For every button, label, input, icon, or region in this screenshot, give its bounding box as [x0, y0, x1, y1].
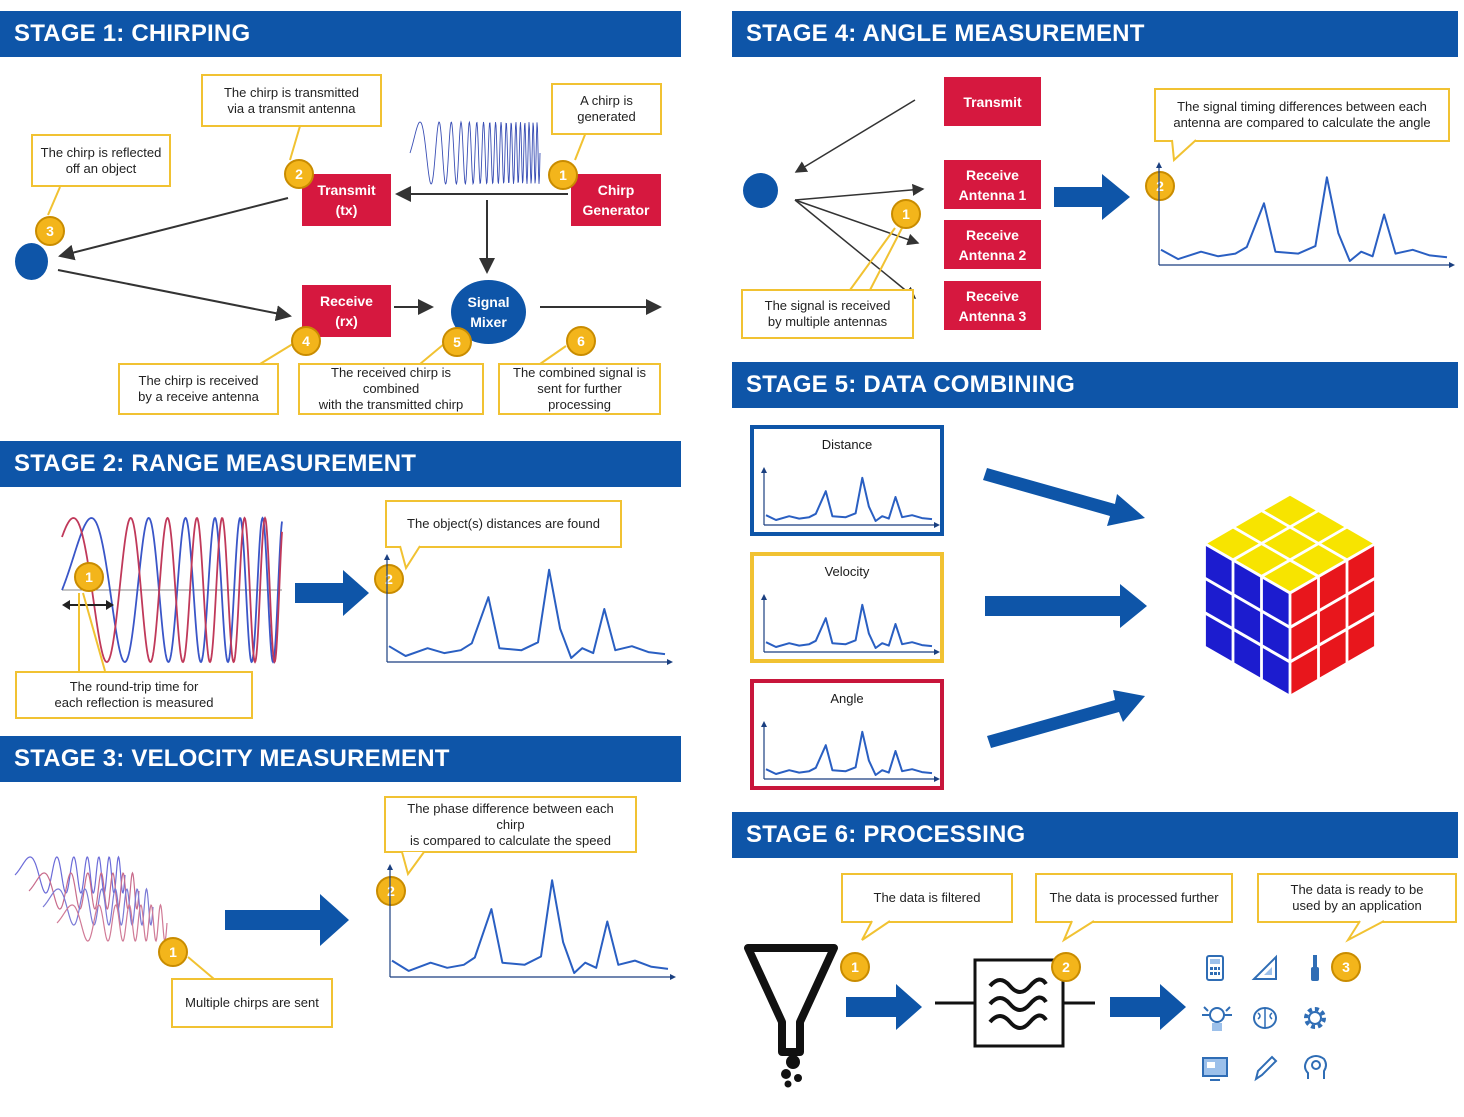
stage6-arrow-2: [1110, 984, 1186, 1030]
distance-panel-plot: [761, 467, 940, 528]
stage4-object-dot: [743, 173, 778, 208]
calculator-icon: [1200, 953, 1230, 983]
stage6-badge-2: 2: [1051, 952, 1081, 982]
transmit-box: Transmit(tx): [302, 174, 391, 226]
head-gear-icon: [1300, 1053, 1330, 1083]
note-data-filtered: The data is filtered: [841, 873, 1013, 923]
stage2-big-arrow: [295, 570, 369, 616]
stage4-big-arrow: [1054, 174, 1130, 220]
badge-6: 6: [566, 326, 596, 356]
stage2-badge-1: 1: [74, 562, 104, 592]
angle-panel-plot: [761, 721, 940, 782]
badge-5: 5: [442, 327, 472, 357]
badge-4: 4: [291, 326, 321, 356]
monitor-icon: [1200, 1053, 1230, 1083]
pencil-icon: [1250, 1053, 1280, 1083]
badge-1: 1: [548, 160, 578, 190]
stage6-banner: STAGE 6: PROCESSING: [732, 812, 1458, 858]
note-data-processed: The data is processed further: [1035, 873, 1233, 923]
stage6-arrow-1: [846, 984, 922, 1030]
badge-3: 3: [35, 216, 65, 246]
stage3-chirp-stack: [14, 855, 168, 943]
robot-arm-icon: [1200, 1003, 1232, 1033]
stage2-callout-tail: [399, 545, 421, 571]
stage4-badge-2: 2: [1145, 171, 1175, 201]
receive-box: Receive(rx): [302, 285, 391, 337]
stage5-arrows: [983, 468, 1147, 748]
chirp-waveform: [409, 120, 541, 186]
brain-icon: [1250, 1003, 1280, 1033]
velocity-panel-title: Velocity: [824, 564, 870, 579]
badge-2: 2: [284, 159, 314, 189]
stage2-distance-plot: [384, 554, 673, 665]
stage2-badge-2: 2: [374, 564, 404, 594]
stage4-badge-1: 1: [891, 199, 921, 229]
stage3-badge-2: 2: [376, 876, 406, 906]
note-timing-differences: The signal timing differences between ea…: [1154, 88, 1450, 142]
ruler-triangle-icon: [1250, 953, 1280, 983]
angle-panel: Angle: [750, 679, 944, 790]
stage4-transmit-box: Transmit: [944, 77, 1041, 126]
stage3-callout-tail-2: [401, 851, 425, 877]
gear-icon: [1300, 1003, 1330, 1033]
velocity-panel: Velocity: [750, 552, 944, 663]
distance-panel-title: Distance: [821, 437, 873, 452]
screwdriver-icon: [1300, 953, 1330, 983]
stage3-banner: STAGE 3: VELOCITY MEASUREMENT: [0, 736, 681, 782]
object-dot: [15, 243, 48, 280]
stage4-callout-tail: [1171, 139, 1197, 163]
stage3-velocity-plot: [387, 864, 676, 980]
stage4-banner: STAGE 4: ANGLE MEASUREMENT: [732, 11, 1458, 57]
stage5-banner: STAGE 5: DATA COMBINING: [732, 362, 1458, 408]
stage2-banner: STAGE 2: RANGE MEASUREMENT: [0, 441, 681, 487]
filter-block-icon: [935, 958, 1095, 1048]
funnel-icon: [744, 944, 838, 1088]
note-multiple-chirps: Multiple chirps are sent: [171, 978, 333, 1028]
stage2-callout-line: [78, 592, 106, 672]
angle-panel-title: Angle: [830, 691, 864, 706]
stage6-badge-1: 1: [840, 952, 870, 982]
stage4-angle-plot: [1156, 162, 1455, 268]
velocity-panel-plot: [761, 594, 940, 655]
round-trip-arrow: [62, 600, 114, 610]
distance-panel: Distance: [750, 425, 944, 536]
rubiks-cube: [1204, 494, 1376, 697]
note-distances-found: The object(s) distances are found: [385, 500, 622, 548]
stage1-banner: STAGE 1: CHIRPING: [0, 11, 681, 57]
stage3-badge-1: 1: [158, 937, 188, 967]
stage2-sine-waves: [61, 516, 283, 664]
stage3-big-arrow: [225, 894, 349, 946]
stage6-badge-3: 3: [1331, 952, 1361, 982]
